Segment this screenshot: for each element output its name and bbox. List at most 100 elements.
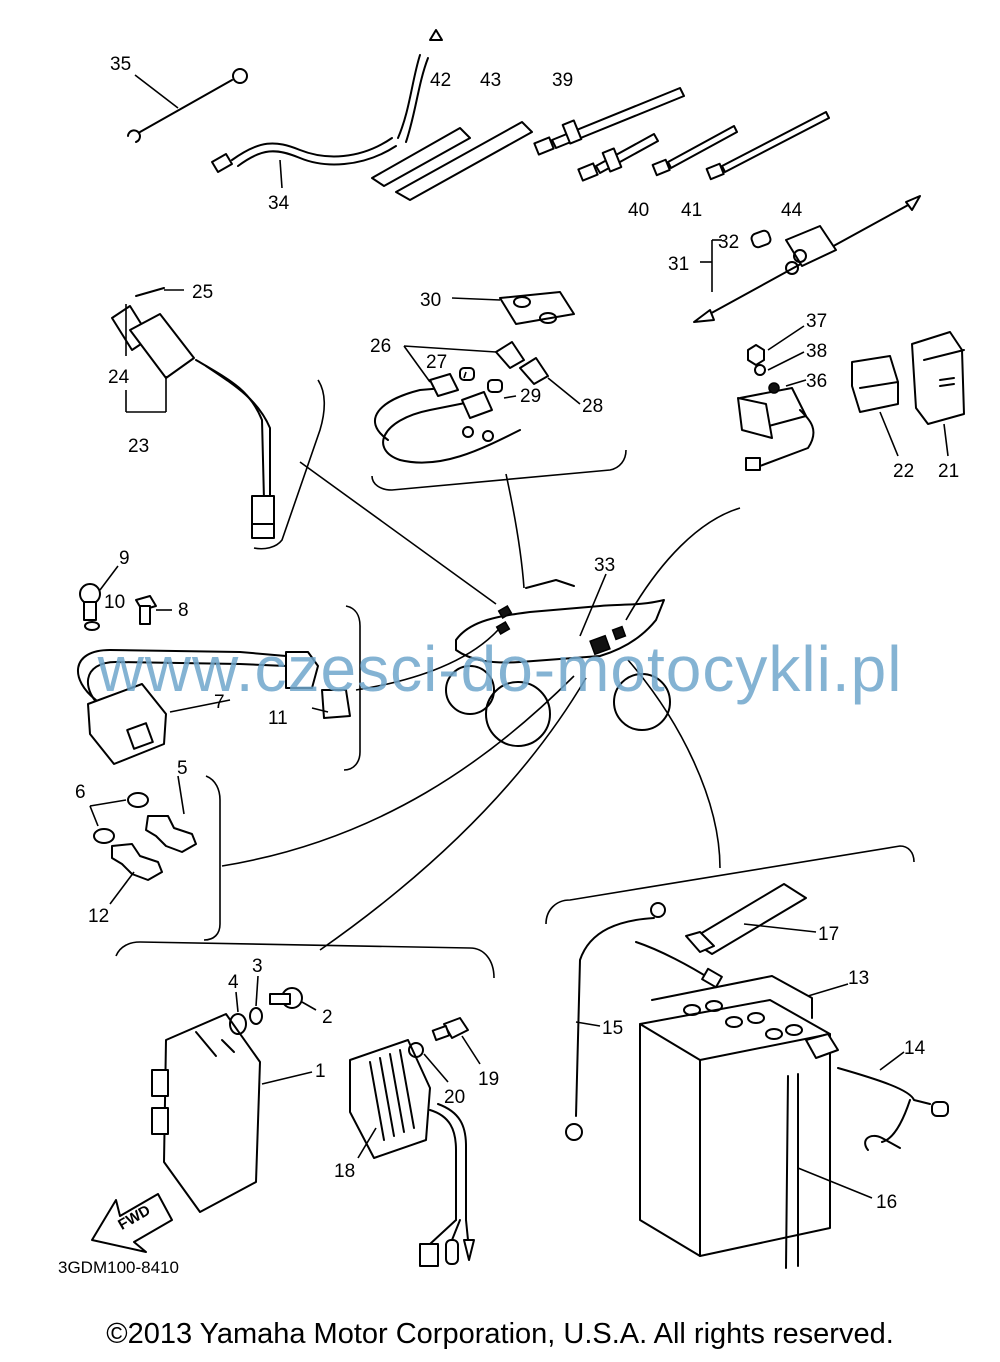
callout-13: 13 <box>848 968 869 989</box>
bracket-harness <box>371 449 627 491</box>
watermark: www.czesci-do-motocykli.pl <box>97 633 903 705</box>
battery-13 <box>639 975 849 1257</box>
callout-12: 12 <box>88 906 109 927</box>
leader-switch <box>299 461 497 605</box>
battery-lead-15 <box>565 902 723 1141</box>
bolt-8 <box>135 595 172 625</box>
bolt-19 <box>431 1017 481 1065</box>
callout-41: 41 <box>681 200 702 221</box>
leader-28 <box>547 377 581 405</box>
callout-15: 15 <box>602 1018 623 1039</box>
starter-lead-31 <box>693 195 921 323</box>
plug-cap-11 <box>285 651 351 719</box>
relay-22 <box>851 355 899 457</box>
callout-37: 37 <box>806 311 827 332</box>
callout-22: 22 <box>893 461 914 482</box>
battery-breather-16 <box>785 1073 873 1269</box>
callout-31: 31 <box>668 254 689 275</box>
callout-34: 34 <box>268 193 290 214</box>
callout-4: 4 <box>228 972 239 993</box>
regulator-18 <box>349 1039 475 1267</box>
callout-33: 33 <box>594 555 615 576</box>
bracket-coil <box>343 605 361 771</box>
fwd-arrow <box>91 1193 173 1253</box>
leader-27 <box>463 371 467 379</box>
bracket-switch <box>253 379 326 550</box>
callout-40: 40 <box>628 200 649 221</box>
switch-23-24 <box>111 287 275 539</box>
callout-28: 28 <box>582 396 603 417</box>
callout-27: 27 <box>426 352 447 373</box>
ignition-coil-7 <box>76 649 287 765</box>
harness-26 <box>374 341 549 464</box>
callout-9: 9 <box>119 548 130 569</box>
bolt-2 <box>269 987 317 1011</box>
leader-harness <box>505 473 525 589</box>
callout-44: 44 <box>781 200 803 221</box>
callout-42: 42 <box>430 70 451 91</box>
diagram-code: 3GDM100-8410 <box>58 1258 179 1277</box>
nut-37 <box>747 325 805 366</box>
callout-11: 11 <box>268 708 288 729</box>
bolt-9 <box>79 565 119 621</box>
callout-32: 32 <box>718 232 739 253</box>
cable-tie-41 <box>651 125 738 177</box>
callout-30: 30 <box>420 290 441 311</box>
leader-coil <box>355 629 499 691</box>
callout-7: 7 <box>214 692 225 713</box>
band-42 <box>371 127 471 187</box>
callout-2: 2 <box>322 1007 333 1028</box>
cover-30 <box>451 291 575 325</box>
callout-6: 6 <box>75 782 86 803</box>
callout-19: 19 <box>478 1069 499 1090</box>
callout-17: 17 <box>818 924 839 945</box>
lead-wire-34 <box>211 29 443 189</box>
callout-5: 5 <box>177 758 188 779</box>
battery-band-17 <box>685 883 817 955</box>
washer-3 <box>249 975 263 1025</box>
callout-25: 25 <box>192 282 213 303</box>
frame-33 <box>445 573 671 747</box>
leader-plug <box>221 675 575 867</box>
battery-cable-14 <box>837 1051 949 1151</box>
callout-38: 38 <box>806 341 827 362</box>
callout-35: 35 <box>110 54 131 75</box>
callout-29: 29 <box>520 386 541 407</box>
callout-1: 1 <box>315 1061 326 1082</box>
spark-plug-12 <box>109 843 163 905</box>
callout-39: 39 <box>552 70 573 91</box>
callout-16: 16 <box>876 1192 897 1213</box>
cable-tie-40 <box>577 133 659 182</box>
washer-10 <box>84 621 100 631</box>
cdi-unit-1 <box>151 1013 313 1213</box>
washer-38 <box>754 351 805 376</box>
washer-20 <box>408 1042 449 1083</box>
ground-lead-35 <box>127 68 248 143</box>
bracket-cdi <box>115 941 495 979</box>
callout-43: 43 <box>480 70 501 91</box>
callout-26: 26 <box>370 336 391 357</box>
washer-4 <box>229 991 247 1035</box>
callout-24: 24 <box>108 367 130 388</box>
leader-cdi <box>319 677 587 951</box>
callout-14: 14 <box>904 1038 926 1059</box>
callout-21: 21 <box>938 461 959 482</box>
callout-3: 3 <box>252 956 263 977</box>
cable-tie-44 <box>705 111 830 181</box>
callout-36: 36 <box>806 371 827 392</box>
spark-plug-5 <box>145 775 197 853</box>
band-43 <box>395 121 533 201</box>
callout-23: 23 <box>128 436 149 457</box>
leader-battery <box>627 659 721 869</box>
callout-18: 18 <box>334 1161 355 1182</box>
relay-cover-21 <box>911 331 965 457</box>
callout-8: 8 <box>178 600 189 621</box>
bracket-battery <box>545 845 915 925</box>
leader-relays <box>625 507 741 621</box>
gasket-6 <box>89 792 149 844</box>
cable-tie-39 <box>533 87 685 156</box>
copyright-notice: ©2013 Yamaha Motor Corporation, U.S.A. A… <box>106 1318 894 1350</box>
bracket-plug <box>203 775 221 941</box>
relay-36 <box>737 379 815 471</box>
